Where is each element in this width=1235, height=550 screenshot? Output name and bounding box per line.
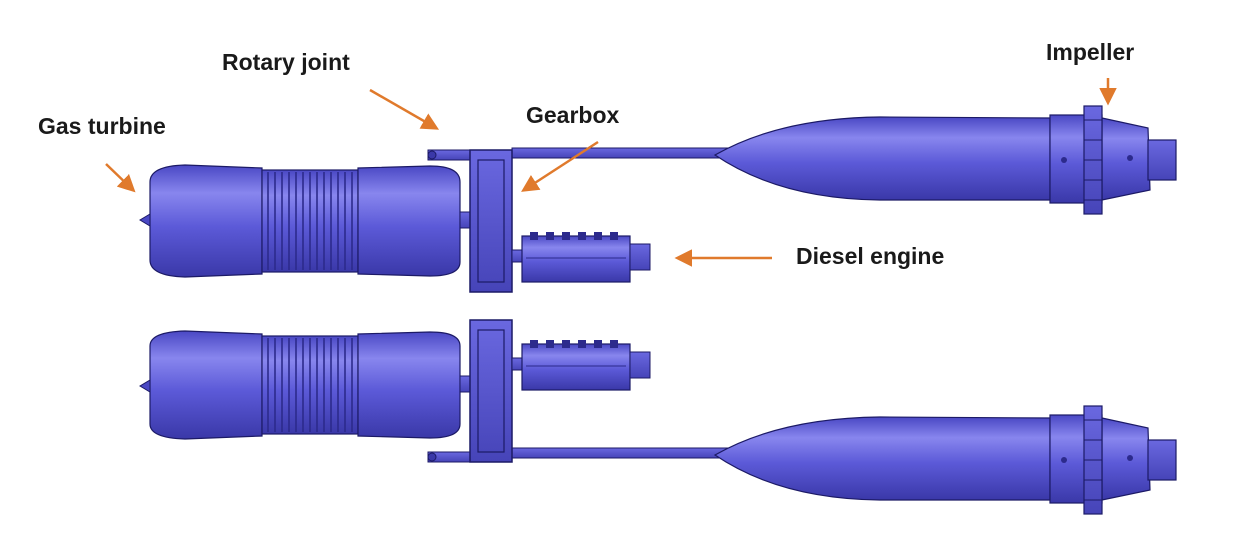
upper-gearbox	[469, 149, 513, 293]
upper-diesel-engine	[511, 232, 651, 283]
upper-propulsion-train	[139, 105, 1177, 293]
lower-diesel-engine	[511, 340, 651, 391]
upper-waterjet	[713, 105, 1177, 215]
label-gas-turbine: Gas turbine	[38, 113, 166, 139]
label-diesel-engine: Diesel engine	[796, 243, 944, 269]
upper-gas-turbine	[139, 164, 473, 278]
lower-impeller	[1083, 405, 1103, 515]
label-rotary-joint: Rotary joint	[222, 49, 350, 75]
arrow-gas-turbine	[105, 163, 136, 193]
lower-gas-turbine	[139, 330, 473, 440]
upper-impeller	[1083, 105, 1103, 215]
lower-waterjet	[713, 405, 1177, 515]
arrow-gearbox	[521, 140, 599, 192]
arrow-rotary-joint	[369, 88, 440, 130]
label-gearbox: Gearbox	[526, 102, 620, 128]
lower-propulsion-train	[139, 319, 1177, 515]
lower-gearbox	[469, 319, 513, 463]
label-impeller: Impeller	[1046, 39, 1134, 65]
